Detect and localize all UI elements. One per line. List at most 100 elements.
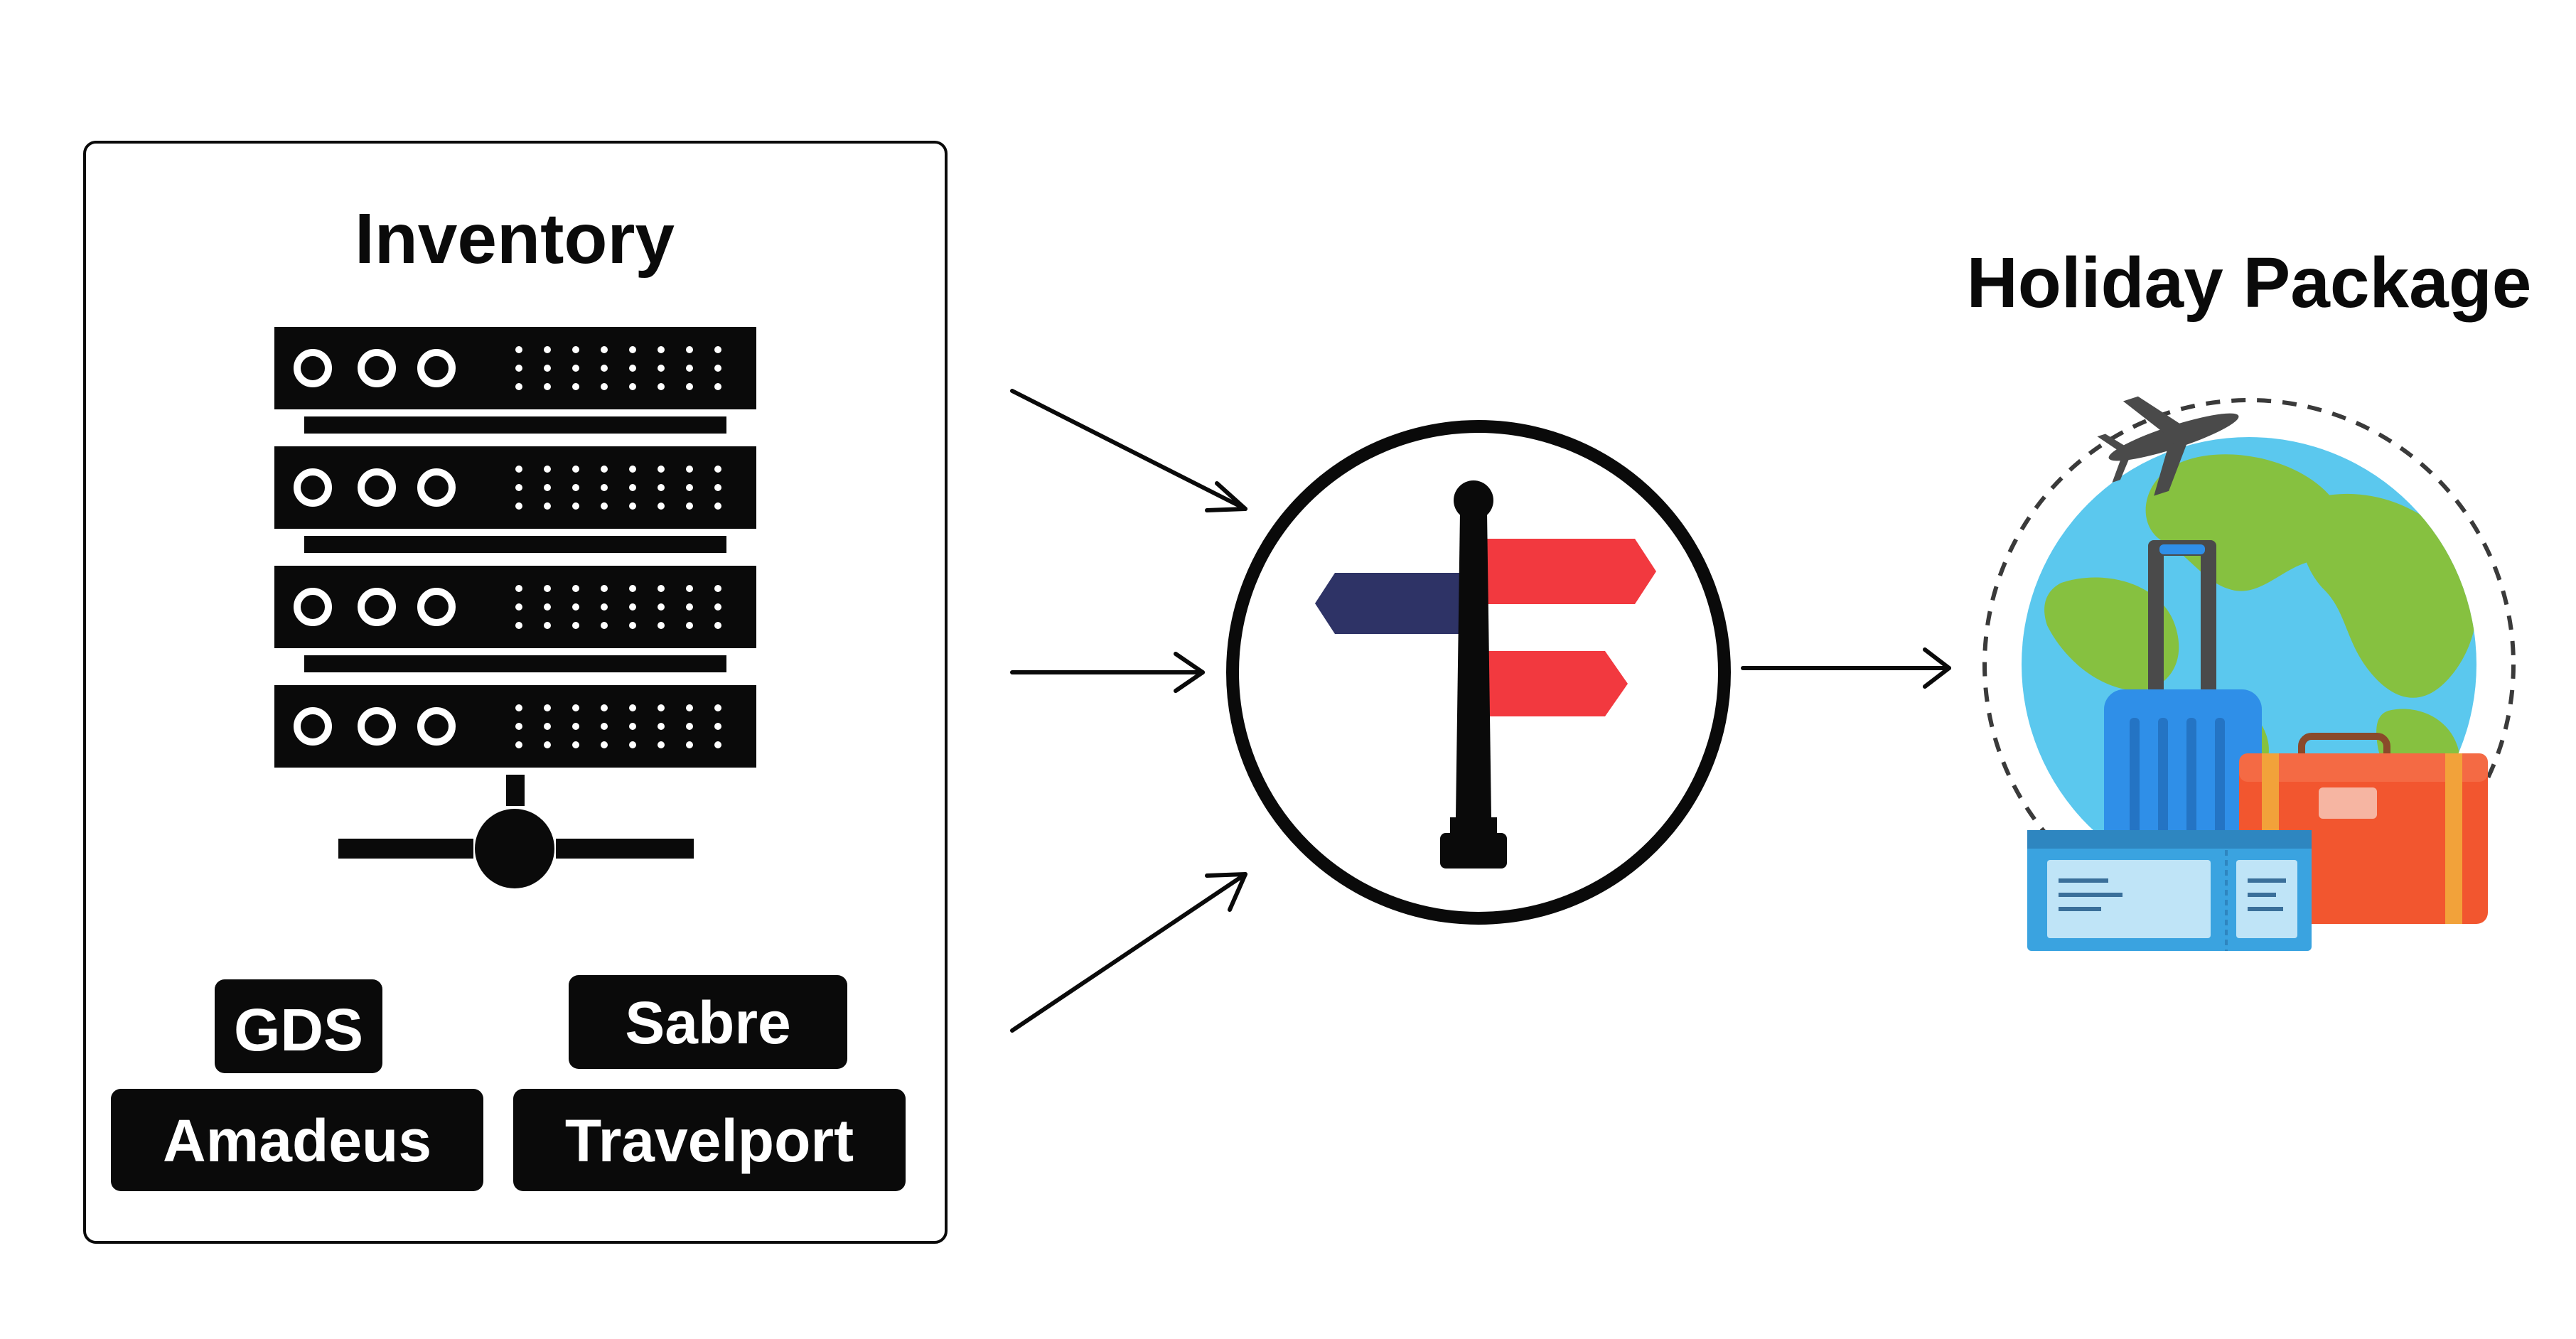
airplane-icon (2097, 396, 2239, 496)
vent-dot (544, 365, 551, 372)
vent-dot (714, 466, 721, 473)
holiday-package: Holiday Package (1967, 243, 2531, 951)
vent-dot (714, 585, 721, 592)
vent-dot (544, 603, 551, 611)
vent-dot (658, 723, 665, 730)
vent-dot (686, 704, 693, 711)
vent-dot (601, 365, 608, 372)
status-light (417, 707, 456, 746)
vent-dot (629, 622, 636, 629)
vent-dot (544, 741, 551, 748)
vent-dot (515, 622, 522, 629)
vent-dot (629, 502, 636, 510)
output-arrow (1741, 647, 1951, 689)
vent-dot (544, 346, 551, 353)
sabre-badge: Sabre (569, 975, 847, 1069)
arrow-middle (1010, 652, 1205, 693)
vent-dot (544, 723, 551, 730)
vent-dot (658, 603, 665, 611)
vent-dot (572, 704, 579, 711)
vent-dot (572, 622, 579, 629)
vent-dot (686, 484, 693, 491)
vent-dot (515, 502, 522, 510)
vent-dot (686, 603, 693, 611)
airline-ticket-icon (2027, 830, 2312, 951)
vent-dot (629, 383, 636, 390)
sabre-label: Sabre (625, 989, 790, 1056)
vent-dot (601, 603, 608, 611)
arrow-top (1010, 389, 1247, 512)
vent-dot (658, 622, 665, 629)
vent-dot (515, 466, 522, 473)
vent-dot (629, 346, 636, 353)
vent-dot (658, 466, 665, 473)
status-light (294, 707, 332, 746)
vent-dot (686, 365, 693, 372)
vent-dot (601, 383, 608, 390)
vent-dot (572, 466, 579, 473)
vent-dot (572, 365, 579, 372)
vent-dot (601, 704, 608, 711)
status-light (358, 707, 396, 746)
vent-dot (601, 622, 608, 629)
vent-dot (601, 346, 608, 353)
status-light (358, 588, 396, 626)
vent-dot (714, 346, 721, 353)
vent-dot (544, 484, 551, 491)
vent-dot (629, 741, 636, 748)
vent-dot (515, 704, 522, 711)
input-arrows (1010, 389, 1247, 1033)
status-light (358, 468, 396, 507)
vent-dot (658, 484, 665, 491)
status-light (417, 468, 456, 507)
amadeus-label: Amadeus (163, 1107, 431, 1174)
vent-dot (714, 603, 721, 611)
vent-dot (686, 585, 693, 592)
vent-dot (515, 365, 522, 372)
vent-dot (515, 484, 522, 491)
server-rack-icon (274, 327, 756, 768)
vent-dot (572, 484, 579, 491)
travelport-label: Travelport (565, 1107, 854, 1174)
vent-dot (629, 466, 636, 473)
vent-dot (601, 502, 608, 510)
vent-dot (544, 622, 551, 629)
amadeus-badge: Amadeus (111, 1089, 483, 1191)
vent-dot (572, 383, 579, 390)
gds-badge: GDS (215, 979, 382, 1073)
vent-dot (544, 502, 551, 510)
vent-dot (658, 346, 665, 353)
vent-dot (658, 383, 665, 390)
vent-dot (629, 484, 636, 491)
vent-dot (686, 466, 693, 473)
vent-dot (658, 365, 665, 372)
vent-dot (629, 723, 636, 730)
gds-label: GDS (234, 996, 363, 1063)
vent-dot (714, 383, 721, 390)
vent-dot (686, 622, 693, 629)
arrow-bottom (1010, 872, 1247, 1033)
inventory-panel: Inventory GDS (83, 141, 948, 1244)
holiday-package-icon (1982, 396, 2516, 951)
status-light (417, 588, 456, 626)
vent-dot (544, 704, 551, 711)
vent-dot (629, 585, 636, 592)
network-node-icon (338, 775, 694, 888)
vent-dot (515, 741, 522, 748)
router-node (1226, 420, 1731, 925)
vent-dot (714, 365, 721, 372)
vent-dot (714, 704, 721, 711)
signpost-icon (1315, 480, 1656, 869)
vent-dot (629, 704, 636, 711)
vent-dot (515, 383, 522, 390)
status-light (294, 588, 332, 626)
vent-dot (515, 585, 522, 592)
vent-dot (572, 585, 579, 592)
vent-dot (686, 723, 693, 730)
vent-dot (714, 723, 721, 730)
vent-dot (686, 741, 693, 748)
vent-dot (515, 346, 522, 353)
vent-dot (544, 466, 551, 473)
server-status-lights (294, 346, 721, 748)
